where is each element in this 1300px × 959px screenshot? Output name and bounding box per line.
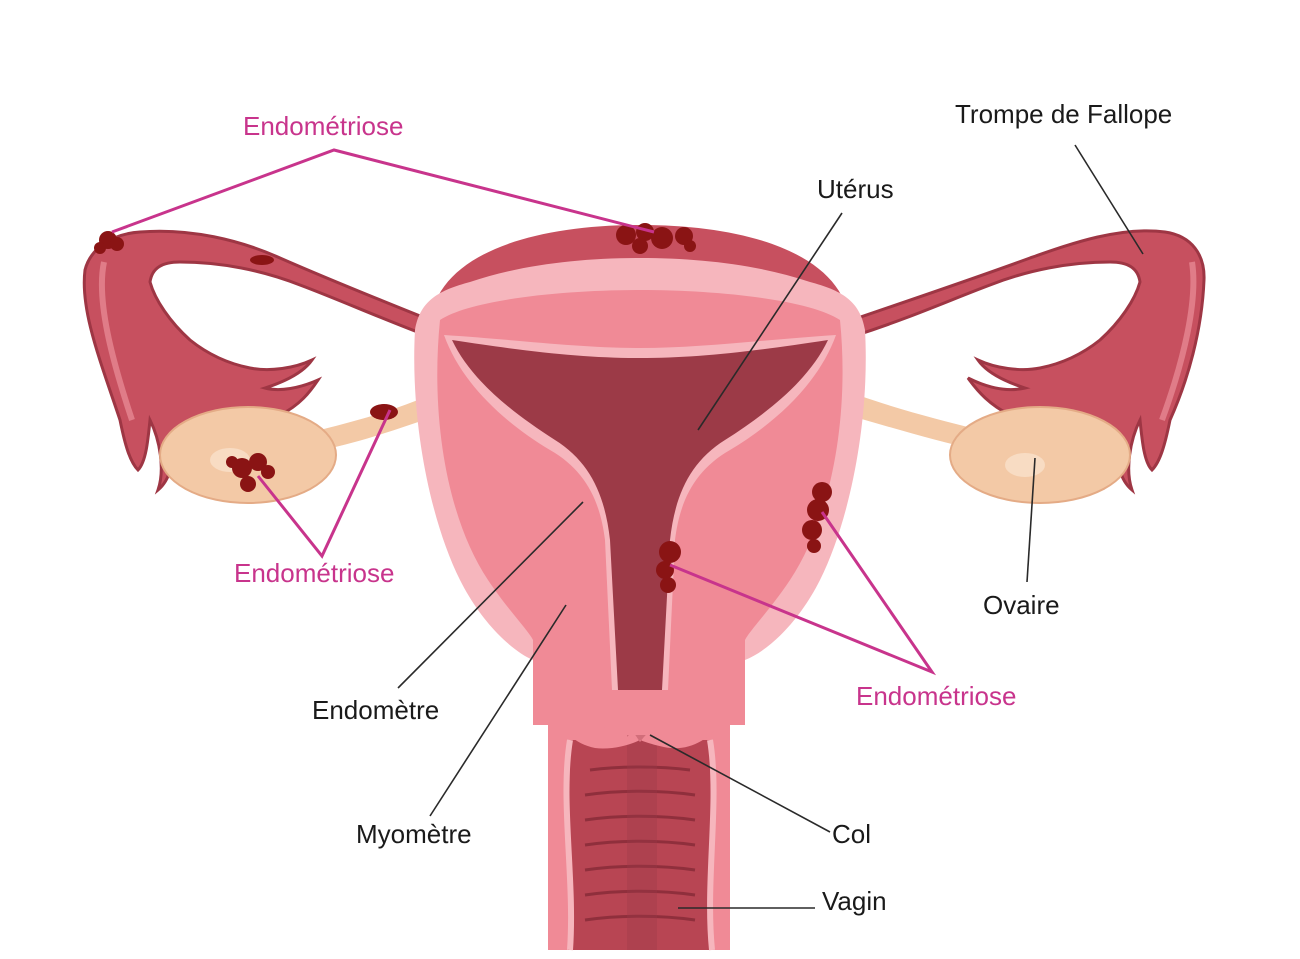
endometriosis-lesions [94,223,832,593]
leader-trompe [1074,144,1144,255]
label-endometriose-right: Endométriose [856,681,1017,711]
leader-uterus [697,212,843,431]
label-myometre: Myomètre [356,819,472,849]
right-ovary [949,406,1131,504]
right-ovarian-ligament [858,395,980,450]
label-endometriose-top: Endométriose [243,111,404,141]
right-ovary-follicle [1005,453,1045,477]
leader-endometriose-top [111,148,655,234]
leader-endometriose-right [669,511,937,676]
lesion-uterus-top [616,223,696,254]
lesion-left-tube-mid [250,255,274,265]
leader-endometriose-left [256,409,392,559]
leader-ovaire [1026,457,1036,583]
label-endometre: Endomètre [312,695,440,725]
lesion-left-ovary [226,453,275,492]
label-vagin: Vagin [822,886,887,916]
leader-myometre [429,604,567,817]
lesion-uterus-cavity [656,541,681,593]
anatomy-leaders [397,144,1144,909]
leader-endometre [397,501,584,689]
label-uterus: Utérus [817,174,894,204]
lesion-left-tube-tip [94,231,124,254]
left-ovarian-ligament [320,395,430,450]
label-trompe-de-fallope: Trompe de Fallope [955,99,1173,129]
label-endometriose-left: Endométriose [234,558,395,588]
lesion-uterus-right-wall [802,482,832,553]
leader-col [649,734,831,833]
uterus [414,225,866,749]
endometriose-leaders [111,148,937,676]
label-ovaire: Ovaire [983,590,1060,620]
vagina [548,720,730,951]
lesion-left-ligament [370,404,398,420]
label-col: Col [832,819,872,849]
